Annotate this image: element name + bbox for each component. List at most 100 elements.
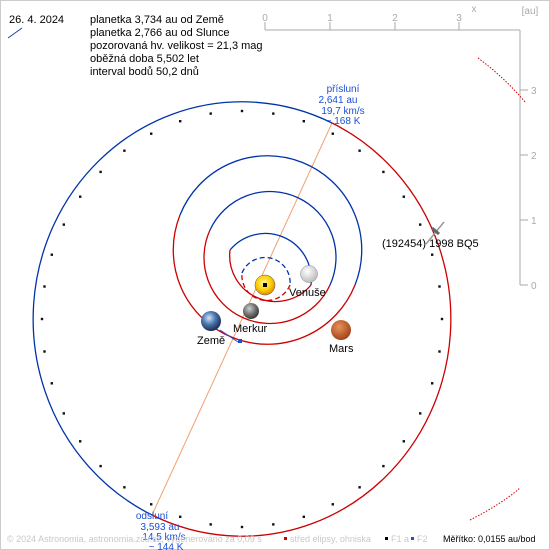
orbit-point — [382, 464, 385, 468]
venus-icon — [300, 265, 318, 283]
orbit-point — [272, 523, 275, 526]
y-tick-0: 0 — [531, 281, 537, 292]
orbit-point — [179, 120, 182, 123]
orbit-point — [99, 464, 102, 468]
orbit-point — [438, 285, 441, 288]
aphelion-title: odsluní — [136, 511, 168, 522]
asteroid-icon — [425, 221, 445, 245]
asteroid-orbit-points — [40, 109, 444, 529]
x-tick-3: 3 — [456, 13, 462, 24]
outer-orbit-hints — [7, 27, 526, 521]
footer: © 2024 Astronomia, astronomia.zcu.cz, vy… — [7, 534, 536, 544]
mercury-orbit-near-half — [241, 272, 291, 302]
orbit-point — [382, 170, 385, 174]
orbit-point — [43, 285, 46, 288]
orbit-point — [402, 195, 405, 198]
y-tick-2: 2 — [531, 151, 537, 162]
orbit-point — [240, 525, 244, 529]
aphelion-label: odsluní 3,593 au 14,5 km/s ~ 144 K — [136, 511, 186, 550]
mercury-icon — [243, 303, 259, 319]
earth-label: Země — [197, 335, 225, 347]
perihelion-label: přísluní 2,641 au 19,7 km/s ~ 168 K — [319, 84, 365, 127]
info-panel: 26. 4. 2024 planetka 3,734 au od Země pl… — [9, 14, 263, 78]
scale-label: Měřítko: 0,0155 au/bod — [443, 534, 536, 544]
asteroid-label: (192454) 1998 BQ5 — [382, 238, 479, 250]
perihelion-speed: 19,7 km/s — [321, 106, 364, 117]
orbit-point — [79, 440, 82, 443]
x-axis-letter: x — [472, 4, 477, 15]
orbit-point — [331, 132, 334, 135]
mars-label: Mars — [329, 343, 354, 355]
orbit-point — [419, 223, 422, 226]
orbit-point — [431, 253, 434, 256]
info-earth-distance: planetka 3,734 au od Země — [90, 14, 224, 26]
orbit-point — [209, 112, 212, 115]
orbit-point — [358, 486, 361, 489]
x-tick-0: 0 — [262, 13, 268, 24]
legend-center-marker — [284, 537, 287, 540]
ellipse-center-marker — [238, 339, 242, 343]
orbit-point — [438, 350, 441, 353]
orbit-point — [209, 523, 212, 526]
perihelion-temperature: ~ 168 K — [326, 116, 361, 127]
orbit-point — [62, 412, 65, 415]
aphelion-temperature: ~ 144 K — [149, 542, 184, 550]
x-tick-2: 2 — [392, 13, 398, 24]
orbit-point — [431, 382, 434, 385]
orbit-point — [50, 382, 53, 385]
orbit-point — [272, 112, 275, 115]
asteroid-orbit-far-half — [32, 101, 333, 516]
mars-icon — [331, 320, 351, 340]
orbit-point — [62, 223, 65, 226]
credit-text: © 2024 Astronomia, astronomia.zcu.cz, vy… — [7, 534, 262, 544]
mars-orbit-far-half — [179, 155, 363, 286]
x-tick-1: 1 — [327, 13, 333, 24]
aphelion-distance: 3,593 au — [141, 522, 180, 533]
orbit-point — [50, 253, 53, 256]
perihelion-title: přísluní — [327, 84, 360, 95]
orbit-point — [150, 132, 153, 135]
y-tick-1: 1 — [531, 216, 537, 227]
orbit-point — [240, 109, 244, 113]
axis-unit: [au] — [522, 6, 539, 17]
orbit-point — [302, 120, 305, 123]
info-point-interval: interval bodů 50,2 dnů — [90, 66, 199, 78]
date-label: 26. 4. 2024 — [9, 14, 64, 26]
orbit-point — [40, 317, 44, 321]
orbit-point — [123, 486, 126, 489]
venus-label: Venuše — [289, 287, 326, 299]
orbit-point — [43, 350, 46, 353]
orbit-point — [99, 170, 102, 174]
apsis-line — [151, 122, 333, 516]
info-period: oběžná doba 5,502 let — [90, 53, 199, 65]
legend-center-label: střed elipsy, ohniska — [290, 534, 371, 544]
orbit-point — [79, 195, 82, 198]
perihelion-distance: 2,641 au — [319, 95, 358, 106]
orbit-point — [402, 440, 405, 443]
mars-orbit-near-half — [172, 214, 356, 345]
legend-f1-marker — [385, 537, 388, 540]
mercury-orbit-far-half — [241, 256, 291, 286]
legend-f1-label: F1 a — [391, 534, 409, 544]
earth-direction-line — [219, 329, 239, 343]
legend-f2-label: F2 — [417, 534, 428, 544]
mercury-label: Merkur — [233, 323, 268, 335]
orbit-point — [302, 515, 305, 518]
orbit-point — [331, 503, 334, 506]
venus-orbit-near-half — [229, 249, 312, 303]
asteroid-orbit-near-half — [151, 122, 452, 537]
orbit-point — [419, 412, 422, 415]
orbit-point — [179, 515, 182, 518]
info-sun-distance: planetka 2,766 au od Slunce — [90, 27, 229, 39]
earth-orbit-near-half — [203, 229, 331, 325]
axis-frame: 0 1 2 3 x [au] 3 2 1 0 — [262, 4, 538, 292]
info-magnitude: pozorovaná hv. velikost = 21,3 mag — [90, 40, 263, 52]
aphelion-speed: 14,5 km/s — [142, 532, 185, 543]
orbit-point — [358, 149, 361, 152]
earth-icon — [201, 311, 221, 331]
legend-f2-marker — [411, 537, 414, 540]
orbit-point — [440, 317, 444, 321]
orbit-point — [150, 503, 153, 506]
